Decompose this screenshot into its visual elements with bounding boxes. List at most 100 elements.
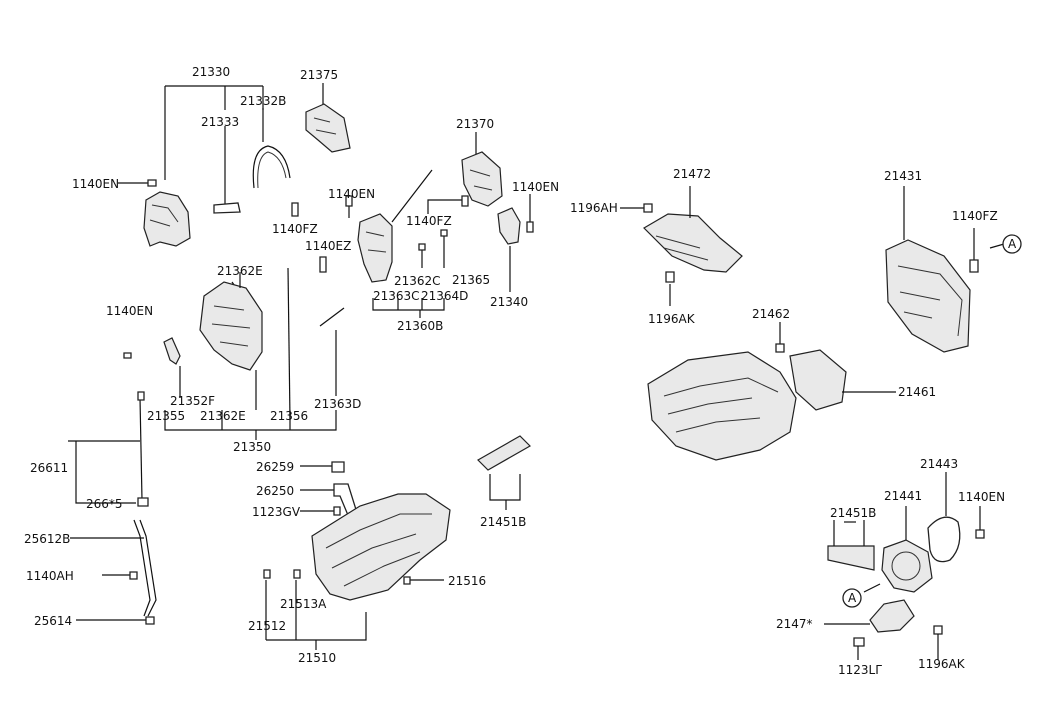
dipstick-o-ring — [137, 497, 149, 507]
cover-21340 — [497, 207, 521, 245]
part-21352F — [163, 337, 181, 365]
oil-seal-21443 — [927, 516, 961, 563]
label-21352F: 21352F — [170, 394, 215, 408]
rear-seal-assembly — [824, 472, 985, 660]
label-21350: 21350 — [233, 440, 271, 454]
label-21340: 21340 — [490, 295, 528, 309]
label-21472: 21472 — [673, 167, 711, 181]
label-21364D: 21364D — [421, 289, 468, 303]
label-26611: 26611 — [30, 461, 68, 475]
rod-21356 — [287, 267, 291, 421]
label-21510: 21510 — [298, 651, 336, 665]
seal-retainer-21461 — [789, 349, 847, 411]
label-1140EN-b: 1140EN — [328, 187, 375, 201]
engine-block-assembly — [647, 322, 896, 461]
oil-pan — [311, 493, 451, 601]
bracket-2147 — [869, 599, 915, 633]
label-21332B: 21332B — [240, 94, 286, 108]
front-cover-assembly — [345, 132, 534, 318]
reference-A-top — [1002, 234, 1022, 254]
oil-baffle-assembly — [620, 186, 743, 306]
sealant-tube-21451B-b — [827, 545, 875, 571]
timing-cover-upper-assembly — [118, 83, 351, 273]
bolt-1140FZ-c — [969, 259, 979, 273]
tube-o-ring-25614 — [145, 616, 155, 625]
gasket-21513A — [293, 569, 301, 579]
label-21441: 21441 — [884, 489, 922, 503]
front-cover-left — [357, 213, 393, 283]
timing-case-assembly — [123, 267, 345, 440]
label-21362C: 21362C — [394, 274, 441, 288]
label-21451B-a: 21451B — [480, 515, 526, 529]
bolt-1196AK-b — [933, 625, 943, 635]
bolt-1140EN-c — [526, 221, 534, 233]
label-21365: 21365 — [452, 273, 490, 287]
label-1140AH: 1140AH — [26, 569, 74, 583]
sealant-tube-21451B — [477, 435, 531, 471]
label-26250: 26250 — [256, 484, 294, 498]
label-A-top: A — [1008, 237, 1017, 251]
label-1140FZ-c: 1140FZ — [952, 209, 998, 223]
label-1123LF: 1123LГ — [838, 663, 883, 677]
bolt-1123LF — [853, 637, 865, 647]
label-1140EN-e: 1140EN — [958, 490, 1005, 504]
dipstick-handle — [137, 391, 145, 401]
label-1196AH: 1196AH — [570, 201, 618, 215]
label-25614: 25614 — [34, 614, 72, 628]
label-1196AK-b: 1196AK — [918, 657, 966, 671]
bolt-1140EN-d — [123, 352, 132, 359]
bolt-1140AH — [129, 571, 138, 580]
lower-timing-cover — [143, 191, 191, 247]
label-21516: 21516 — [448, 574, 486, 588]
bolt-1140FZ-a — [291, 202, 299, 217]
label-1123GV: 1123GV — [252, 505, 301, 519]
callout-labels: 21330 21333 21332B 21375 1140EN 1140FZ 1… — [24, 65, 1017, 677]
label-21363D: 21363D — [314, 397, 361, 411]
bolt-1140EN-e — [975, 529, 985, 539]
label-21512: 21512 — [248, 619, 286, 633]
label-1140EN-d: 1140EN — [106, 304, 153, 318]
drain-plug-21516 — [403, 576, 411, 585]
label-21513A: 21513A — [280, 597, 327, 611]
dipstick — [139, 397, 143, 501]
bolt-1196AK-a — [665, 271, 675, 283]
label-21362E-b: 21362E — [200, 409, 246, 423]
rear-plate-assembly — [885, 186, 1022, 353]
label-25612B: 25612B — [24, 532, 70, 546]
label-1140FZ-a: 1140FZ — [272, 222, 318, 236]
label-2147x: 2147* — [776, 617, 813, 631]
label-1140FZ-b: 1140FZ — [406, 214, 452, 228]
label-21356: 21356 — [270, 409, 308, 423]
upper-timing-cover — [305, 103, 351, 153]
label-26259: 26259 — [256, 460, 294, 474]
label-1140EZ: 1140EZ — [305, 239, 351, 253]
label-21363C: 21363C — [373, 289, 420, 303]
label-21362E-a: 21362E — [217, 264, 263, 278]
gasket-21462 — [775, 343, 785, 353]
label-1140EN-c: 1140EN — [512, 180, 559, 194]
bolt-1140EN-b — [345, 195, 353, 207]
pin-21365 — [440, 229, 448, 237]
label-21355: 21355 — [147, 409, 185, 423]
label-21375: 21375 — [300, 68, 338, 82]
label-21330: 21330 — [192, 65, 230, 79]
label-266x5: 266*5 — [86, 497, 123, 511]
bolt-1123GV — [333, 506, 341, 516]
label-21431: 21431 — [884, 169, 922, 183]
label-21451B-b: 21451B — [830, 506, 876, 520]
tube-21363D — [319, 307, 345, 327]
dipstick-tube — [139, 519, 157, 617]
rear-seal-housing-21441 — [881, 539, 933, 593]
bolt-1140EZ — [319, 256, 327, 273]
dipstick-assembly — [68, 391, 157, 625]
label-21370: 21370 — [456, 117, 494, 131]
label-1196AK-a: 1196AK — [648, 312, 696, 326]
clip-21333 — [213, 202, 241, 214]
bolt-1140FZ-b — [461, 195, 469, 207]
label-21461: 21461 — [898, 385, 936, 399]
label-21333: 21333 — [201, 115, 239, 129]
seal-21332B — [252, 145, 291, 189]
rear-plate-21431 — [885, 239, 971, 353]
front-cover-upper — [461, 151, 503, 207]
